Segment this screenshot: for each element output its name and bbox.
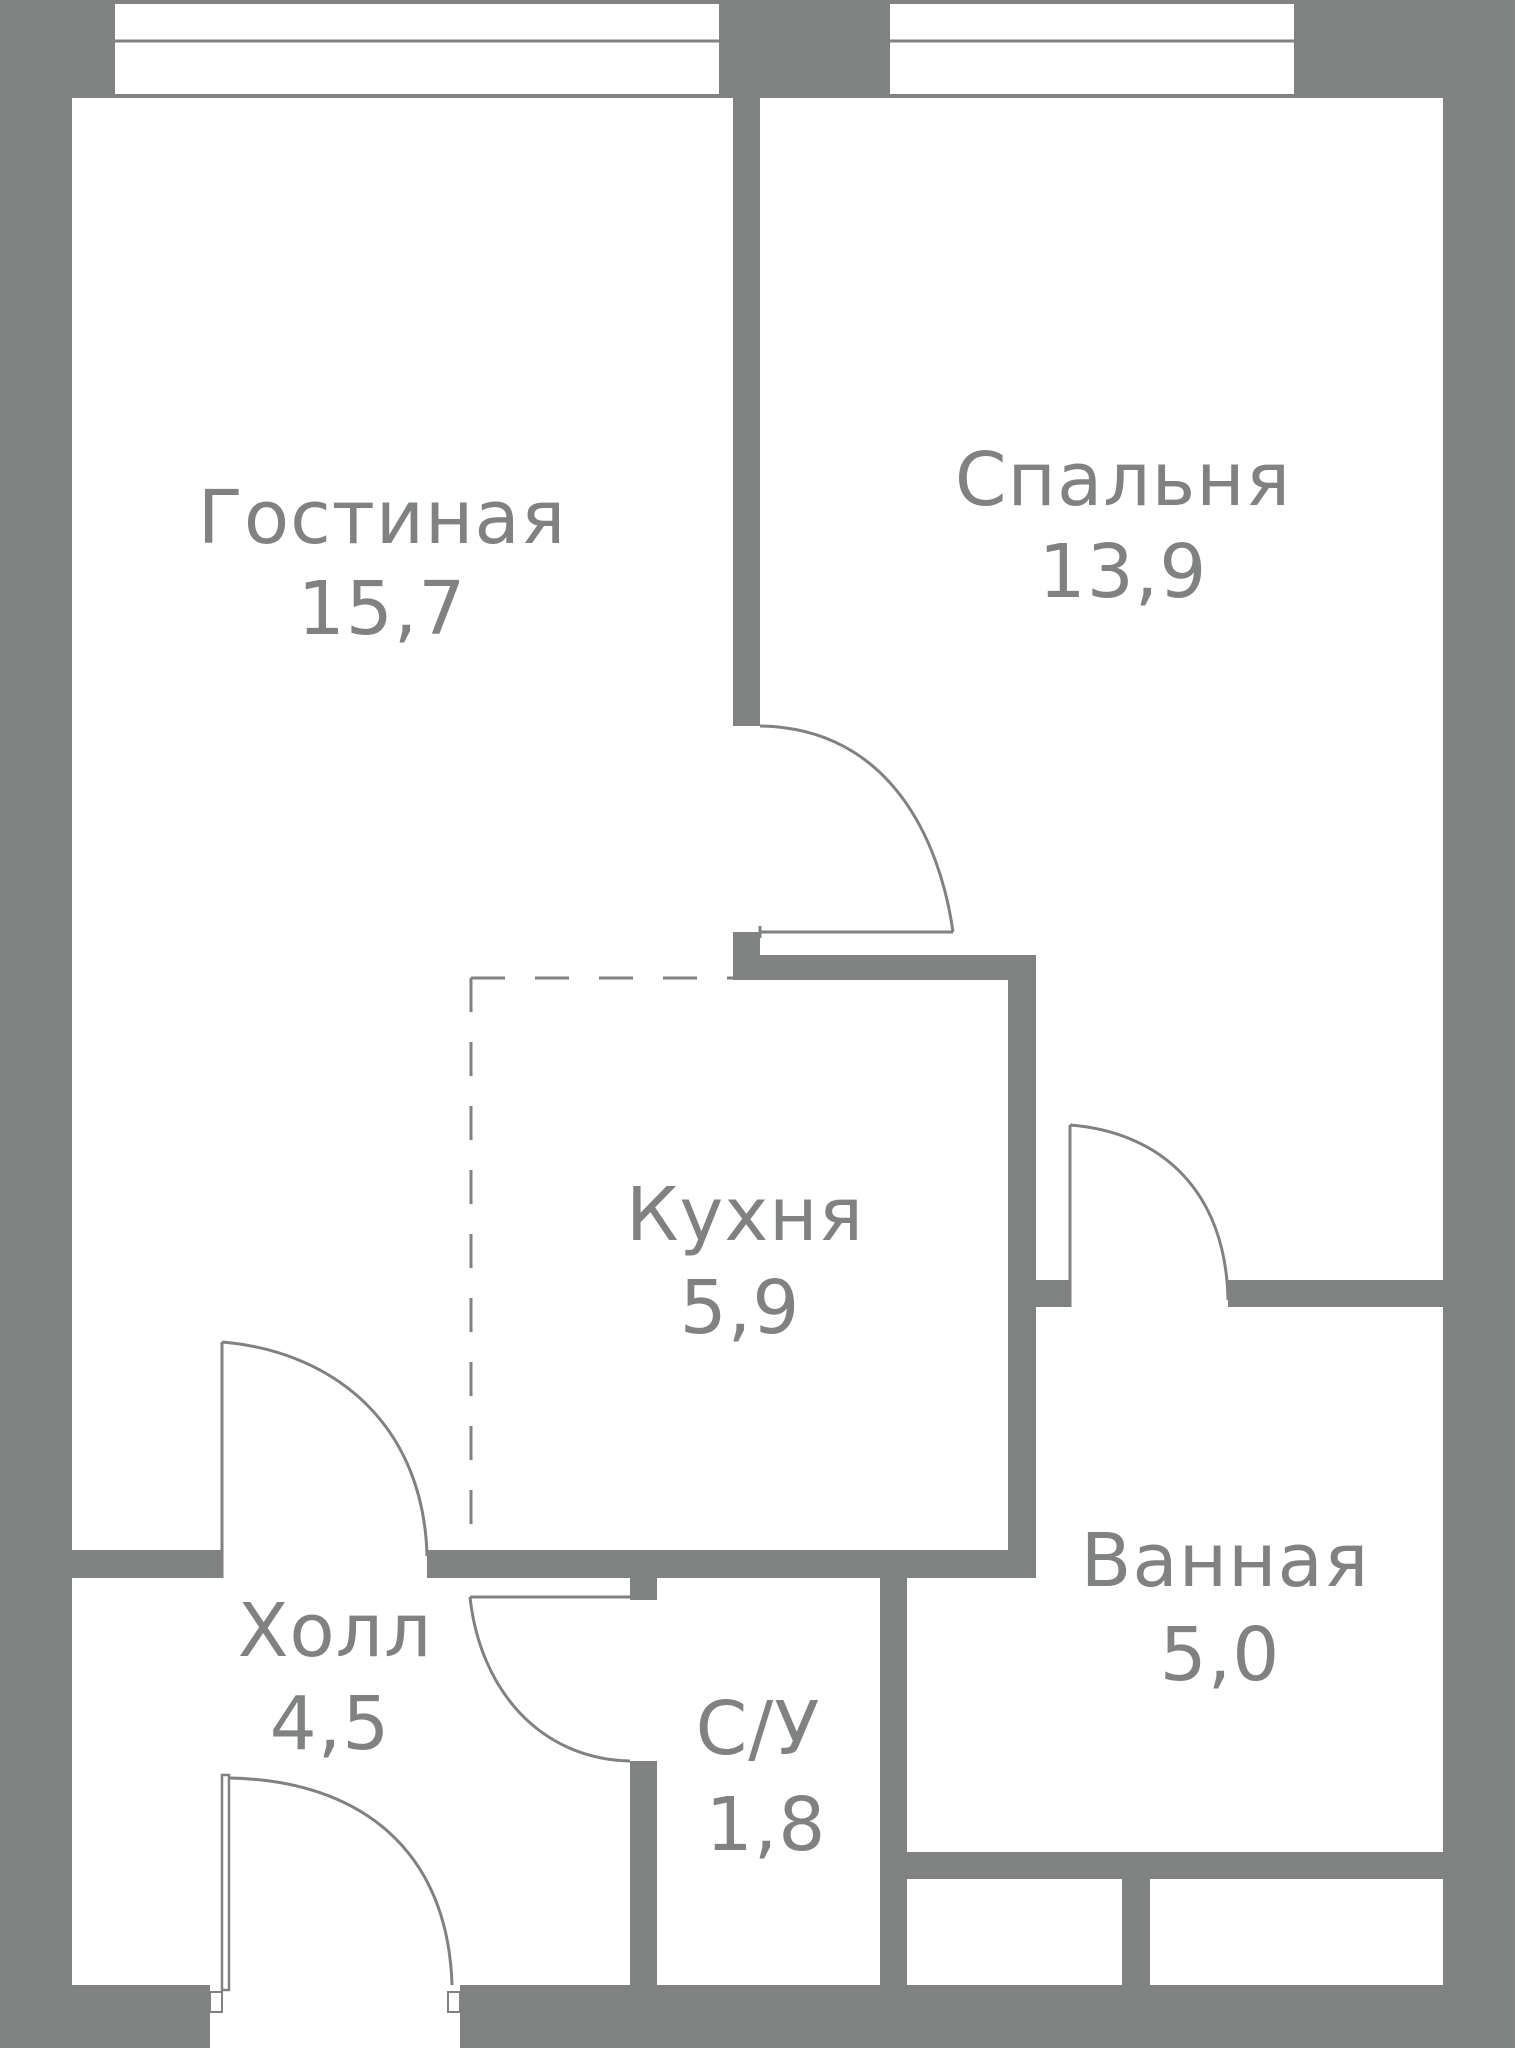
room-name-bathroom: Ванная — [1081, 1518, 1370, 1604]
wall-living-hall — [72, 1550, 222, 1578]
wall-bath-top-left — [1008, 1280, 1070, 1307]
wall-right — [1443, 0, 1515, 2048]
room-name-wc: С/У — [696, 1686, 821, 1772]
wall-bottom-right — [460, 1985, 1515, 2048]
room-name-living: Гостиная — [198, 475, 567, 561]
wall-left — [0, 0, 72, 2048]
window-living — [115, 4, 719, 94]
door-living-hall — [220, 1340, 429, 1578]
room-name-kitchen: Кухня — [626, 1172, 864, 1258]
room-name-bedroom: Спальня — [955, 437, 1291, 523]
wall-living-bedroom — [733, 90, 760, 726]
door-wc — [468, 1595, 631, 1763]
windows — [115, 4, 1294, 94]
room-area-bathroom: 5,0 — [1160, 1612, 1281, 1698]
wall-kitchen-bottom — [427, 1550, 1036, 1578]
room-area-kitchen: 5,9 — [680, 1265, 801, 1351]
door-bedroom — [758, 724, 955, 938]
wall-stub — [630, 1550, 657, 1600]
room-area-bedroom: 13,9 — [1039, 529, 1208, 615]
wall-kitchen-right — [1008, 955, 1036, 1578]
wall-bath-top-right — [1228, 1280, 1443, 1307]
interior-walls — [72, 90, 1443, 1991]
room-area-living: 15,7 — [298, 566, 467, 652]
room-name-hall: Холл — [238, 1588, 433, 1674]
wall-shaft — [1122, 1879, 1150, 1991]
wall-kitchen-top — [733, 955, 1036, 980]
window-bedroom — [890, 4, 1294, 94]
wall-bottom-left — [0, 1985, 210, 2048]
kitchen-open-boundary — [469, 976, 733, 1552]
door-bathroom — [1068, 1123, 1230, 1307]
room-area-wc: 1,8 — [706, 1782, 827, 1868]
room-area-hall: 4,5 — [270, 1681, 391, 1767]
door-entrance — [209, 1773, 461, 2013]
wall-wc-left — [630, 1761, 657, 1991]
wall-wc-right — [880, 1578, 907, 1991]
wall-bath-bottom — [880, 1852, 1443, 1879]
doors — [209, 724, 1230, 2013]
room-labels: Гостиная 15,7 Спальня 13,9 Кухня 5,9 Хол… — [198, 437, 1370, 1868]
